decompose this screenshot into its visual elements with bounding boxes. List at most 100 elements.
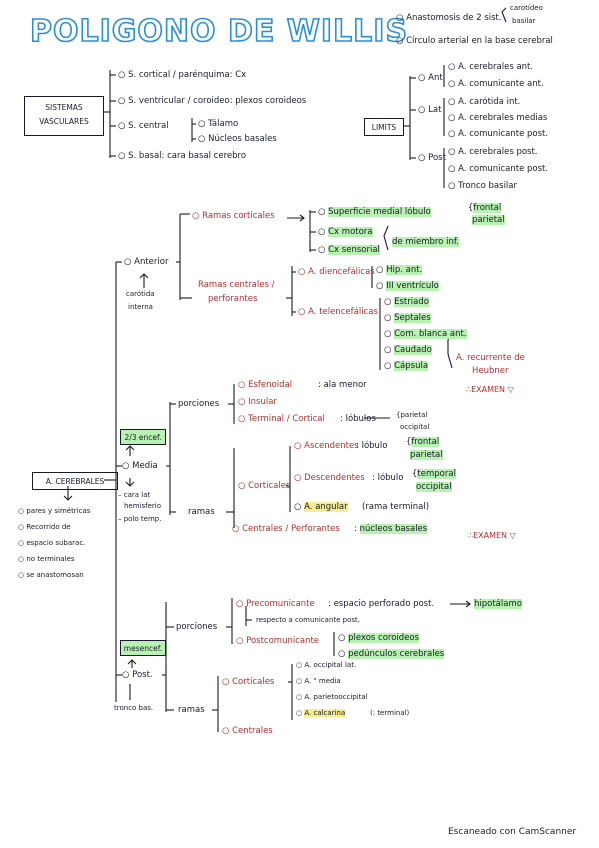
cort-motora: ○ Cx motora <box>318 227 373 237</box>
sistemas-box-line2: VASCULARES <box>39 117 89 126</box>
media-note-2: hemisferio <box>124 502 162 510</box>
anterior-label: ○ Anterior <box>124 257 169 267</box>
cerebrales-prop-3: ○ espacio subarac. <box>18 539 86 547</box>
porcion-ala-menor: : ala menor <box>318 380 367 390</box>
precom-desc: : espacio perforado post. <box>328 599 435 609</box>
asc-lobulo: : lóbulo <box>356 441 388 451</box>
cerebrales-box: A. CEREBRALES <box>32 472 118 490</box>
limits-box: LIMITS <box>364 118 404 136</box>
sistema-ventricular: ○ S. ventricular / coroideo: plexos coro… <box>118 96 307 106</box>
examen-mark-2: ∴EXAMEN ▽ <box>468 531 516 540</box>
cerebrales-prop-4: ○ no terminales <box>18 555 75 563</box>
posterior-centrales: ○ Centrales <box>222 726 273 736</box>
postcom-pedunculos: ○ pedúnculos cerebrales <box>338 649 445 659</box>
postcom-plexos: ○ plexos coroideos <box>338 633 420 643</box>
terminal-occipital: occipital <box>400 423 430 431</box>
cerebrales-prop-1: ○ pares y simétricas <box>18 507 91 515</box>
cort-sensorial: ○ Cx sensorial <box>318 245 380 255</box>
posterior-ramas: ramas <box>178 705 205 715</box>
recurrente-heubner-2: Heubner <box>472 366 509 376</box>
cerebrales-prop-5: ○ se anastomosan <box>18 571 84 579</box>
media-fraction-box: 2/3 encef. <box>120 429 166 445</box>
porcion-insular: ○ Insular <box>238 397 277 407</box>
limit-lat-item-3: ○ A. comunicante post. <box>448 129 549 139</box>
tel-septales: ○ Septales <box>384 313 431 323</box>
porcion-esfenoidal: ○ Esfenoidal <box>238 380 293 390</box>
header-note-anastomosis: ○ Anastomosis de 2 sist. <box>396 13 502 23</box>
posterior-porciones: porciones <box>176 622 218 632</box>
central-talamo: ○ Tálamo <box>198 119 239 129</box>
asc-parietal: parietal <box>410 450 443 460</box>
media-ramas: ramas <box>188 507 215 517</box>
tel-estriado: ○ Estriado <box>384 297 429 307</box>
precom-respecto: respecto a comunicante post. <box>256 616 361 624</box>
asc-frontal: {frontal <box>406 437 440 447</box>
dien-ventriculo: ○ III ventrículo <box>376 281 439 291</box>
limit-lat: ○ Lat <box>418 105 442 115</box>
sistema-basal: ○ S. basal: cara basal cerebro <box>118 151 247 161</box>
post-cort-item-2: ○ A. " media <box>296 677 341 685</box>
terminal-lobulos: : lóbulos <box>340 414 376 424</box>
tel-capsula: ○ Cápsula <box>384 361 429 371</box>
tel-caudado: ○ Caudado <box>384 345 432 355</box>
cort-frontal: {frontal <box>468 203 502 213</box>
cort-parietal: parietal <box>472 215 505 225</box>
diencefalicas-label: ○ A. diencefálicas <box>298 267 375 277</box>
media-note-3: – polo temp. <box>118 515 162 523</box>
posterior-origin: tronco bas. <box>114 704 154 712</box>
header-note-carotideo: carotídeo <box>510 4 543 12</box>
ramas-centrales-label-2: perforantes <box>208 294 258 304</box>
media-centrales: ○ Centrales / Perforantes <box>232 524 340 534</box>
terminal-parietal: {parietal <box>396 411 428 419</box>
recurrente-heubner: A. recurrente de <box>456 353 525 363</box>
media-angular: ○ A. angular <box>294 502 348 512</box>
media-fraction: 2/3 encef. <box>124 433 162 442</box>
post-cort-item-4: ○ A. calcarina <box>296 709 346 717</box>
ramas-corticales-label: ○ Ramas corticales <box>192 211 275 221</box>
examen-mark-1: ∴EXAMEN ▽ <box>466 385 514 394</box>
posterior-corticales: ○ Corticales <box>222 677 275 687</box>
media-nucleos: : núcleos basales <box>354 524 428 534</box>
sistemas-box-line1: SISTEMAS <box>45 103 83 112</box>
posterior-label: ○ Post. <box>122 670 153 680</box>
sistema-cortical: ○ S. cortical / parénquima: Cx <box>118 70 247 80</box>
limit-lat-item-2: ○ A. cerebrales medias <box>448 113 548 123</box>
post-cort-item-3: ○ A. parietooccipital <box>296 693 368 701</box>
limits-box-label: LIMITS <box>371 123 397 132</box>
cerebrales-prop-2: ○ Recorrido de <box>18 523 71 531</box>
telencefalicas-label: ○ A. telencefálicas <box>298 307 378 317</box>
limit-post: ○ Post <box>418 153 446 163</box>
porcion-terminal: ○ Terminal / Cortical <box>238 414 325 424</box>
media-note-1: – cara lat <box>118 491 151 499</box>
central-nucleos: ○ Núcleos basales <box>198 134 277 144</box>
sistemas-vasculares-box: SISTEMAS VASCULARES <box>24 96 104 136</box>
posterior-meso: mesencef. <box>123 644 163 653</box>
posterior-meso-box: mesencef. <box>120 640 166 656</box>
post-cort-item-1: ○ A. occipital lat. <box>296 661 357 669</box>
cerebrales-box-label: A. CEREBRALES <box>45 477 105 486</box>
header-note-circulo: ○ Círculo arterial en la base cerebral <box>396 36 553 46</box>
media-label: ○ Media <box>122 461 158 471</box>
anterior-origin-1: carótida <box>126 290 155 298</box>
media-corticales: ○ Corticales <box>238 481 291 491</box>
page-title: POLIGONO DE WILLIS <box>29 13 409 50</box>
desc-temporal: {temporal <box>412 469 456 479</box>
tel-comisura: ○ Com. blanca ant. <box>384 329 467 339</box>
sistema-central: ○ S. central <box>118 121 169 131</box>
limit-ant: ○ Ant <box>418 73 443 83</box>
postcomunicante: ○ Postcomunicante <box>236 636 320 646</box>
media-ascendentes: ○ Ascendentes <box>294 441 359 451</box>
precomunicante: ○ Precomunicante <box>236 599 315 609</box>
footer-watermark: Escaneado con CamScanner <box>448 827 577 837</box>
limit-post-item-3: ○ Tronco basilar <box>448 181 517 191</box>
limit-ant-item-1: ○ A. cerebrales ant. <box>448 62 534 72</box>
limit-ant-item-2: ○ A. comunicante ant. <box>448 79 544 89</box>
dien-hip: ○ Hip. ant. <box>376 265 423 275</box>
header-note-basilar: basilar <box>512 17 536 25</box>
ramas-centrales-label: Ramas centrales / <box>198 280 275 290</box>
hipotalamo: hipotálamo <box>474 599 522 609</box>
media-descendentes: ○ Descendentes <box>294 473 365 483</box>
limit-lat-item-1: ○ A. carótida int. <box>448 97 521 107</box>
angular-note: (rama terminal) <box>362 502 430 512</box>
